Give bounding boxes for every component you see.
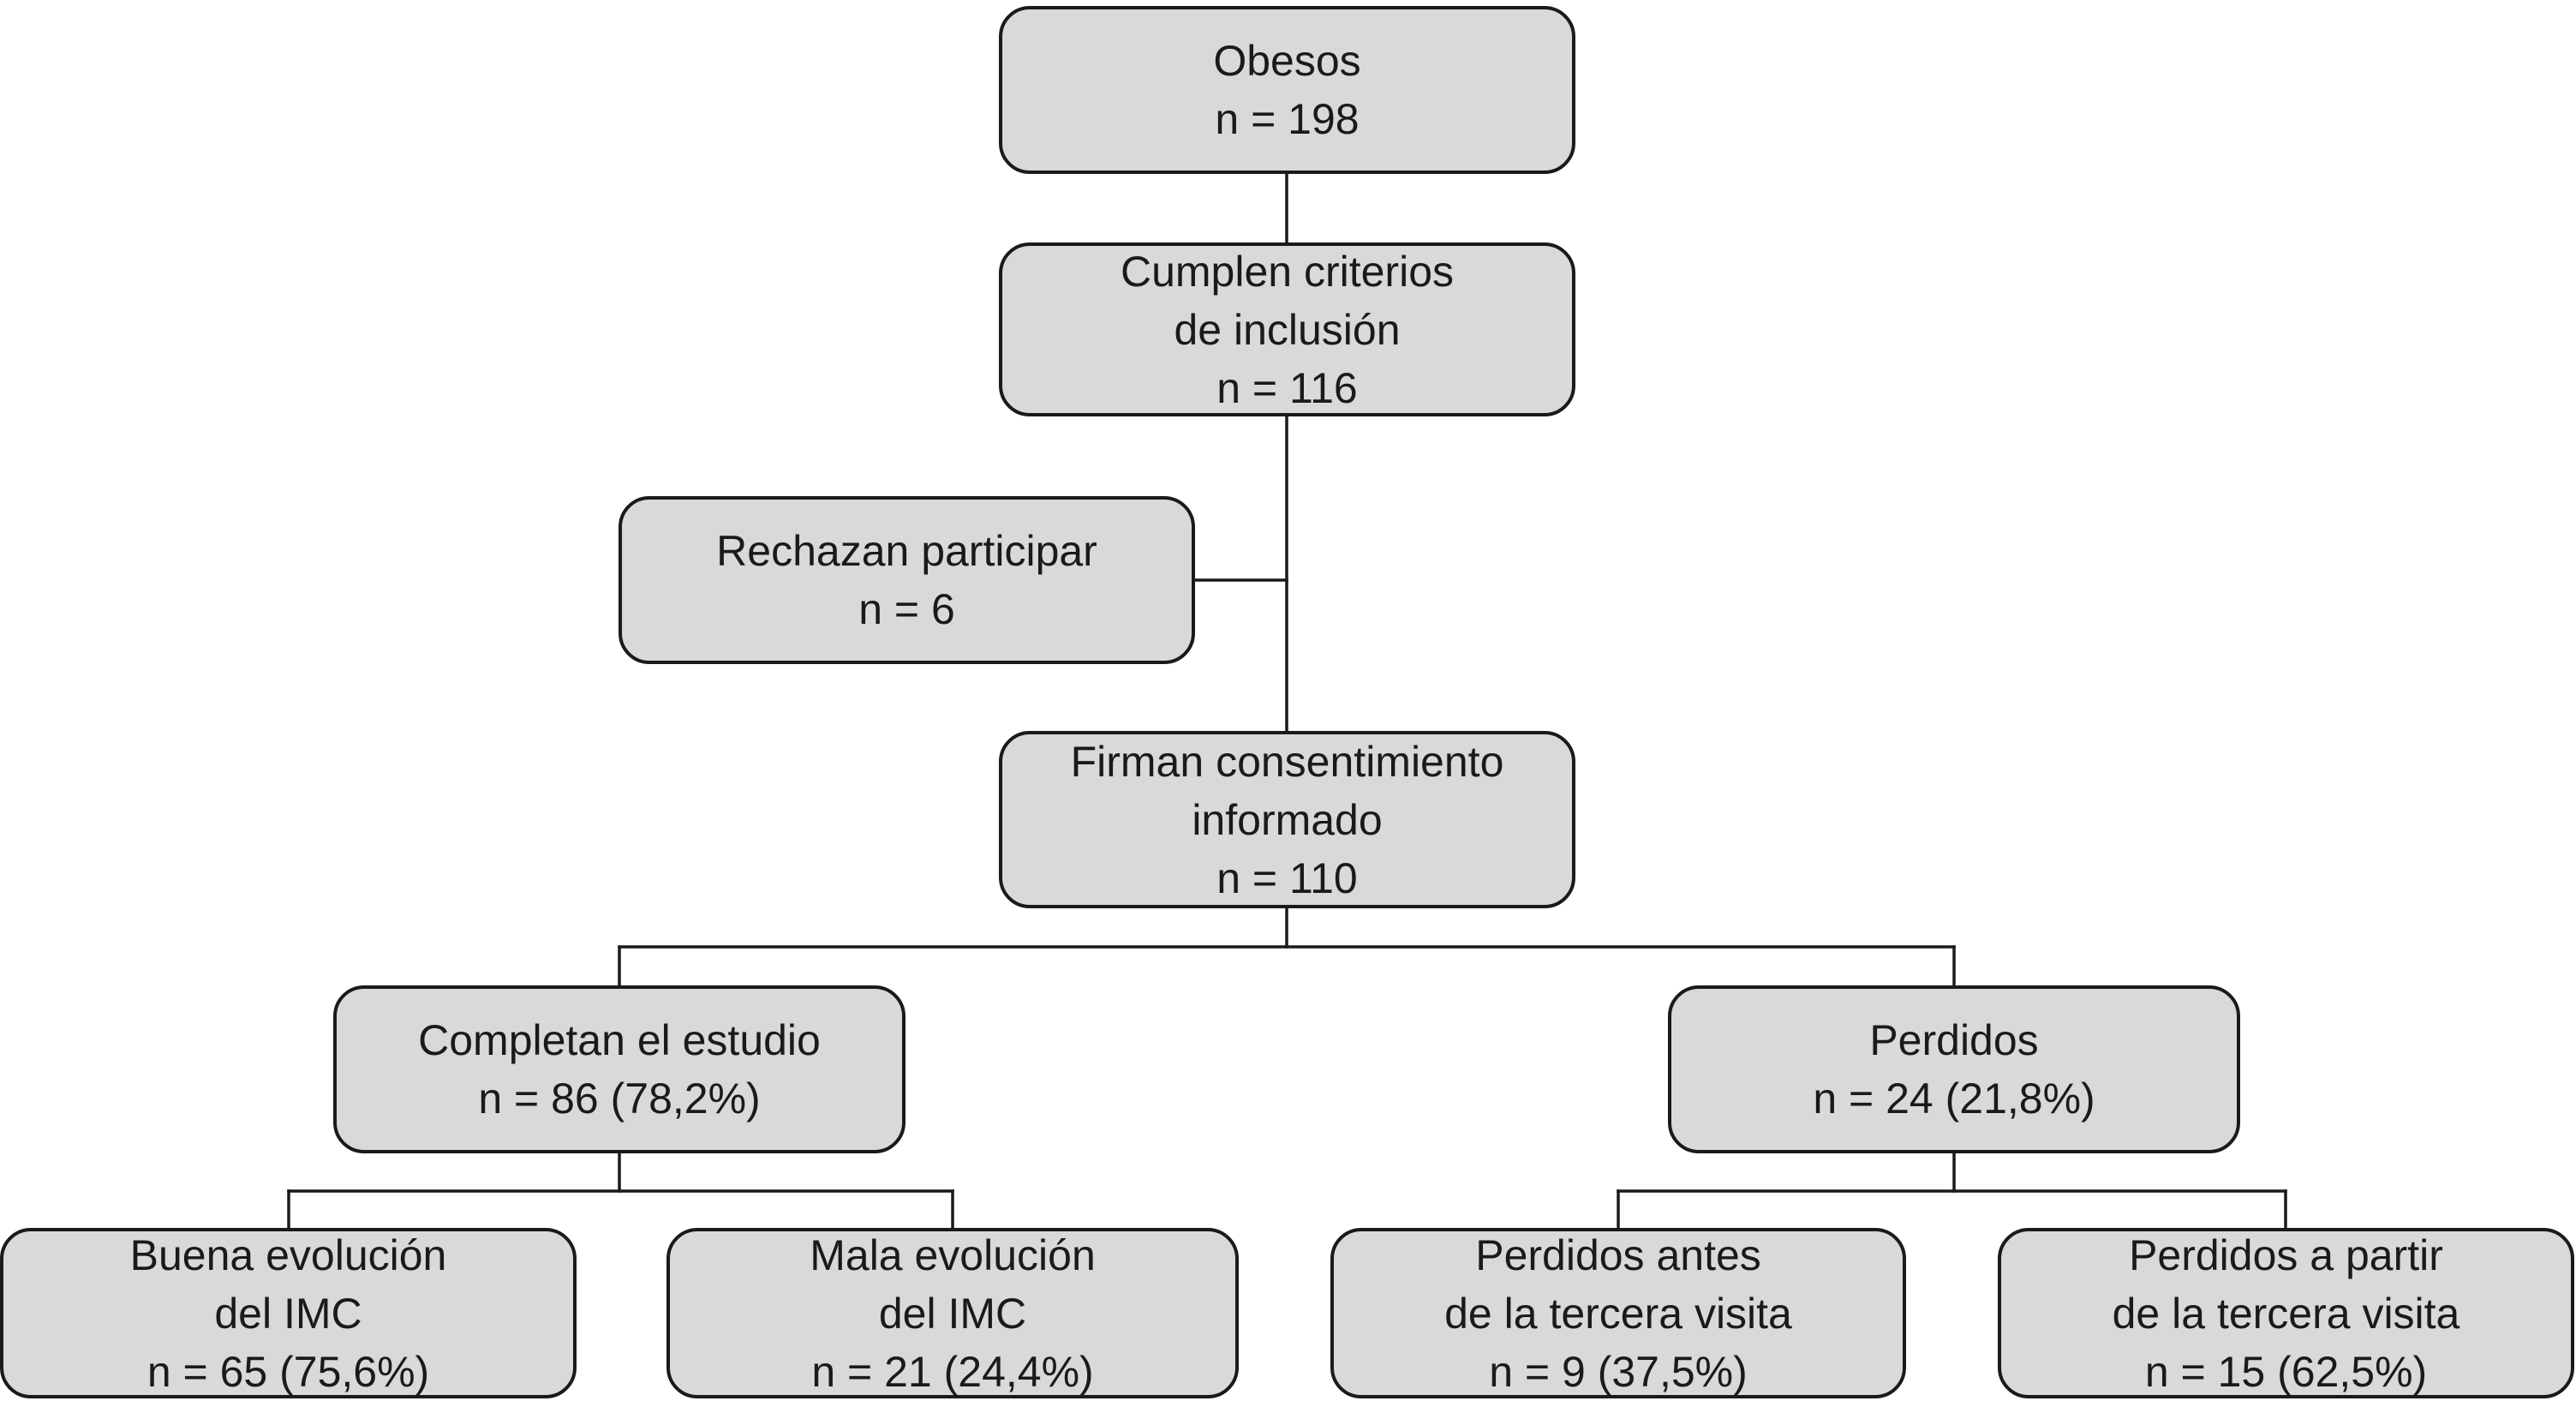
- node-cumplen-criterios: Cumplen criterios de inclusión n = 116: [999, 242, 1575, 416]
- node-completan-line-1: Completan el estudio: [418, 1016, 821, 1064]
- node-apartir-line-2: de la tercera visita: [2112, 1289, 2460, 1338]
- node-apartir-line-1: Perdidos a partir: [2129, 1230, 2443, 1279]
- node-antes-line-1: Perdidos antes: [1475, 1230, 1761, 1279]
- node-completan-estudio: Completan el estudio n = 86 (78,2%): [333, 985, 905, 1153]
- node-buena-evolucion: Buena evolución del IMC n = 65 (75,6%): [0, 1228, 577, 1398]
- node-firman-line-3: n = 110: [1216, 853, 1358, 902]
- node-antes-line-2: de la tercera visita: [1444, 1289, 1792, 1338]
- node-perdidos-line-1: Perdidos: [1869, 1016, 2039, 1064]
- node-buena-line-1: Buena evolución: [129, 1230, 447, 1279]
- node-firman-line-1: Firman consentimiento: [1070, 737, 1504, 786]
- node-obesos: Obesos n = 198: [999, 6, 1575, 174]
- node-perdidos-a-partir: Perdidos a partir de la tercera visita n…: [1998, 1228, 2574, 1398]
- node-cumplen-line-2: de inclusión: [1174, 305, 1401, 354]
- node-rechazan-line-2: n = 6: [858, 585, 955, 633]
- node-perdidos-antes: Perdidos antes de la tercera visita n = …: [1330, 1228, 1906, 1398]
- node-buena-line-3: n = 65 (75,6%): [146, 1347, 430, 1396]
- node-cumplen-line-1: Cumplen criterios: [1120, 247, 1454, 296]
- node-perdidos: Perdidos n = 24 (21,8%): [1668, 985, 2240, 1153]
- node-cumplen-line-3: n = 116: [1216, 363, 1358, 412]
- node-obesos-line-2: n = 198: [1215, 95, 1360, 143]
- node-perdidos-line-2: n = 24 (21,8%): [1813, 1075, 2095, 1123]
- node-mala-evolucion: Mala evolución del IMC n = 21 (24,4%): [666, 1228, 1239, 1398]
- node-obesos-line-1: Obesos: [1213, 37, 1361, 85]
- node-apartir-line-3: n = 15 (62,5%): [2144, 1347, 2428, 1396]
- node-firman-consentimiento: Firman consentimiento informado n = 110: [999, 731, 1575, 908]
- node-antes-line-3: n = 9 (37,5%): [1489, 1347, 1748, 1396]
- node-rechazan-line-1: Rechazan participar: [716, 527, 1097, 575]
- node-completan-line-2: n = 86 (78,2%): [478, 1075, 761, 1123]
- node-mala-line-1: Mala evolución: [810, 1230, 1096, 1279]
- node-buena-line-2: del IMC: [214, 1289, 362, 1338]
- node-mala-line-2: del IMC: [878, 1289, 1027, 1338]
- node-mala-line-3: n = 21 (24,4%): [811, 1347, 1094, 1396]
- node-rechazan-participar: Rechazan participar n = 6: [619, 496, 1195, 664]
- node-firman-line-2: informado: [1192, 795, 1383, 844]
